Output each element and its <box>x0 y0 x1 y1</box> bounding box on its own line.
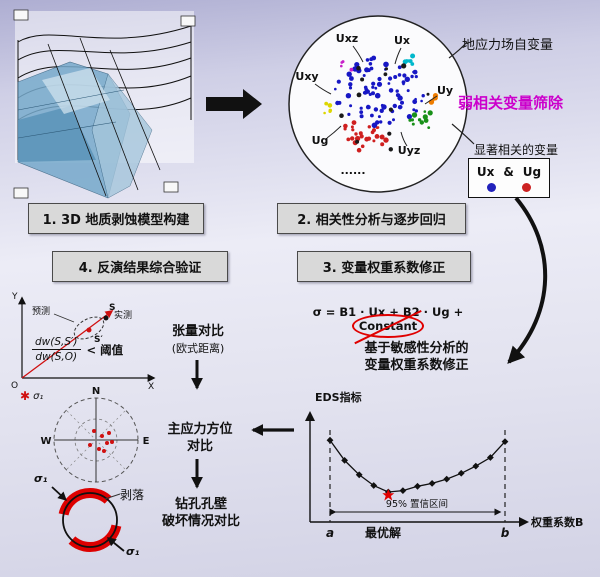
stress-field-variables-label: 地应力场自变量 <box>462 38 554 53</box>
sensitivity-line1: 基于敏感性分析的 <box>364 341 469 356</box>
confidence-interval-label: 95% 置信区间 <box>386 498 448 510</box>
scatter-fit-line <box>21 310 114 379</box>
distance-ratio-formula: dw(S,S′) dw(S,O) < 阈值 <box>32 336 123 363</box>
sigma1-top-label: σ₁ <box>34 472 48 485</box>
prediction-label: 预测 <box>32 306 50 317</box>
cluster-label-ellipsis: ...... <box>340 164 365 177</box>
spalling-label: 剥落 <box>120 488 145 502</box>
weak-correlation-filter-label: 弱相关变量筛除 <box>458 94 564 112</box>
model-to-cluster-arrow <box>206 89 262 119</box>
rose-diagonal-lines <box>66 410 126 470</box>
distance-fraction: dw(S,S′) dw(S,O) <box>32 336 81 363</box>
measured-point-label: S <box>109 303 115 313</box>
cluster-label-uy: Uy <box>437 84 453 97</box>
formula-lhs: σ = B1 · Ux + B2 · Ug + <box>312 305 464 319</box>
sigma1-bottom-label: σ₁ <box>126 545 140 558</box>
scatter-y-label: Y <box>11 292 18 302</box>
cluster-to-significant-connector <box>451 123 475 145</box>
cluster-label-uyz: Uyz <box>398 144 421 157</box>
rose-west-label: W <box>40 436 51 447</box>
sensitivity-line2: 变量权重系数修正 <box>364 358 469 373</box>
cluster-label-uxy: Uxy <box>295 70 318 83</box>
eds-y-axis-label: EDS指标 <box>315 390 362 404</box>
predicted-point-label: S′ <box>94 335 103 345</box>
tensor-line1: 张量对比 <box>171 324 224 339</box>
optimum-star-marker <box>382 489 395 501</box>
spalling-callout-line <box>104 493 121 500</box>
step2-box: 2. 相关性分析与逐步回归 <box>277 203 466 234</box>
borehole-line2: 破坏情况对比 <box>161 514 240 529</box>
red-star-icon: ✱ <box>20 389 31 403</box>
step1-box: 1. 3D 地质剥蚀模型构建 <box>28 203 204 234</box>
cluster-label-ux: Ux <box>394 34 410 47</box>
tensor-comparison-label: 张量对比 (欧式距离) <box>158 323 238 357</box>
scatter-x-label: X <box>148 382 154 392</box>
tensor-line2: (欧式距离) <box>171 342 225 355</box>
rose-data-points <box>88 429 114 453</box>
optimum-label: 最优解 <box>365 525 401 540</box>
selected-var-1: Ux <box>476 164 495 179</box>
tensor-scatter-plot: Y X O S S′ 预测 实测 <box>11 292 156 392</box>
cluster-label-uxz: Uxz <box>336 32 358 45</box>
principal-line2: 对比 <box>186 439 213 454</box>
selected-var-2: Ug <box>522 164 542 179</box>
significant-variables-label: 显著相关的变量 <box>474 143 559 157</box>
cluster-label-ug: Ug <box>312 134 329 147</box>
eds-x-axis-label: 权重系数B <box>530 515 583 529</box>
principal-line1: 主应力方位 <box>167 422 233 437</box>
prediction-ellipse <box>73 316 105 340</box>
cluster-circle <box>288 15 468 193</box>
red-variable-dot <box>522 182 531 192</box>
model-fault-lines <box>47 37 161 197</box>
fraction-denominator: dw(S,O) <box>35 351 78 363</box>
step3-box: 3. 变量权重系数修正 <box>297 251 471 282</box>
blue-variable-dot <box>487 182 496 192</box>
measured-label: 实测 <box>114 309 132 321</box>
formula-constant-crossed: Constant <box>351 314 425 338</box>
rose-legend: ✱ σ₁ <box>20 389 43 403</box>
cluster-to-stressvar-connector <box>448 41 468 59</box>
rose-north-label: N <box>92 386 100 397</box>
sensitivity-correction-note: 基于敏感性分析的 变量权重系数修正 <box>334 340 499 374</box>
principal-comparison-label: 主应力方位 对比 <box>158 421 242 455</box>
cluster-dots <box>323 53 439 153</box>
measured-point <box>103 315 109 321</box>
eds-sensitivity-chart: EDS指标 权重系数B a b 95% 置信区间 最优解 <box>305 390 583 540</box>
prediction-callout-line <box>53 313 75 323</box>
cluster-label-connectors <box>314 45 438 147</box>
ampersand: & <box>503 164 514 179</box>
predicted-point <box>86 327 92 333</box>
model-strata <box>17 61 153 199</box>
fraction-numerator: dw(S,S′) <box>32 336 81 350</box>
rose-sigma-label: σ₁ <box>33 390 44 402</box>
sigma1-top-arrow <box>51 486 67 501</box>
principal-stress-rose-figure: N S W E <box>40 386 150 499</box>
variable-cluster-figure: Uxz Ux Uxy Uy Ug Uyz ...... <box>288 15 468 193</box>
selection-to-correction-curved-arrow <box>507 196 548 364</box>
selected-variables-box: Ux & Ug <box>468 158 550 198</box>
borehole-wall-circle <box>62 492 118 548</box>
threshold-condition: < 阈值 <box>86 342 124 357</box>
borehole-comparison-label: 钻孔孔壁 破坏情况对比 <box>156 496 246 530</box>
borehole-line1: 钻孔孔壁 <box>174 497 227 512</box>
scatter-origin-label: O <box>11 381 18 391</box>
sigma1-bottom-arrow <box>106 537 125 552</box>
ci-upper-tick-label: b <box>501 526 510 540</box>
geological-model-figure <box>13 9 196 199</box>
model-corner-markers <box>13 9 196 199</box>
borehole-breakout-figure <box>58 487 122 553</box>
regression-formula: σ = B1 · Ux + B2 · Ug + Constant <box>293 305 483 338</box>
rose-east-label: E <box>143 436 150 447</box>
ci-lower-tick-label: a <box>326 526 334 540</box>
step4-box: 4. 反演结果综合验证 <box>52 251 228 282</box>
